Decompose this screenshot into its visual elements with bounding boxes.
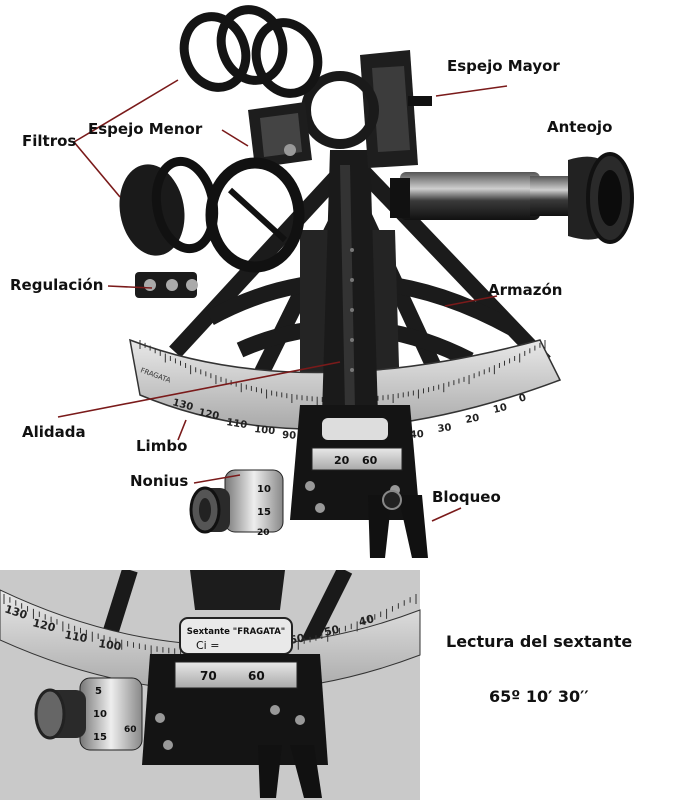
label-espejo-mayor: Espejo Mayor xyxy=(447,57,560,75)
upper-shades xyxy=(179,5,323,98)
plate-ci: Ci = xyxy=(196,639,219,652)
detail-vernier-label: 60 xyxy=(248,669,265,683)
index-arm xyxy=(322,150,378,415)
detail-drum-label: 60 xyxy=(124,725,137,735)
drum-label: 20 xyxy=(257,528,270,538)
label-limbo: Limbo xyxy=(136,437,188,455)
label-espejo-menor: Espejo Menor xyxy=(88,120,203,138)
horizon-mirror xyxy=(248,102,312,168)
detail-photo: 130 120 110 100 60 50 40 Sextante "FRAGA… xyxy=(0,566,421,800)
telescope xyxy=(390,152,634,244)
detail-arc-label: 110 xyxy=(63,628,88,645)
limb-label: 100 xyxy=(254,424,276,437)
label-anteojo: Anteojo xyxy=(547,118,613,136)
limb-numbers: 130 120 110 100 90 40 30 20 10 0 xyxy=(171,392,527,441)
limb-label: 20 xyxy=(465,413,481,426)
detail-arc-label: 40 xyxy=(357,612,376,629)
clamp xyxy=(368,490,428,558)
limb-label: 0 xyxy=(518,392,528,405)
label-nonius: Nonius xyxy=(130,472,189,490)
label-bloqueo: Bloqueo xyxy=(432,488,501,506)
sextant-illustration: 130 120 110 100 90 40 30 20 10 0 FRAGATA xyxy=(57,5,634,558)
caption-reading: 65º 10′ 30′′ xyxy=(489,687,589,706)
detail-arc-label: 50 xyxy=(323,623,341,639)
lower-shades xyxy=(119,156,305,273)
limb-label: 90 xyxy=(282,430,297,442)
detail-arc-label: 100 xyxy=(98,637,123,653)
label-alidada: Alidada xyxy=(22,423,86,441)
sextant-diagram: 130 120 110 100 90 40 30 20 10 0 FRAGATA xyxy=(10,5,634,558)
leader-lines xyxy=(57,79,508,522)
limb-label: 10 xyxy=(492,402,508,416)
limb-label: 120 xyxy=(197,407,220,422)
micrometer-drum: 10 15 20 xyxy=(189,469,284,538)
detail-arc-label: 120 xyxy=(31,616,57,634)
limb-label: 40 xyxy=(409,429,424,441)
caption-title: Lectura del sextante xyxy=(446,632,633,651)
vernier-label: 20 xyxy=(334,454,350,467)
limb-label: 130 xyxy=(171,397,194,413)
plate-title: Sextante "FRAGATA" xyxy=(187,627,285,637)
detail-drum-label: 5 xyxy=(95,686,102,697)
drum-label: 15 xyxy=(257,507,271,518)
detail-drum-label: 15 xyxy=(93,732,107,743)
reading-detail: 130 120 110 100 60 50 40 Sextante "FRAGA… xyxy=(0,566,685,800)
drum-label: 10 xyxy=(257,484,271,495)
detail-drum-label: 10 xyxy=(93,709,107,720)
limb-label: 110 xyxy=(226,417,248,431)
limb-ticks xyxy=(139,340,546,407)
limb-label: 30 xyxy=(437,422,452,435)
label-filtros: Filtros xyxy=(22,132,77,150)
index-mirror xyxy=(301,50,432,168)
label-regulacion: Regulación xyxy=(10,276,104,294)
vernier-label: 60 xyxy=(362,454,378,467)
detail-vernier-label: 70 xyxy=(200,669,217,683)
adjustment-screws xyxy=(135,272,198,298)
label-armazon: Armazón xyxy=(488,281,563,299)
